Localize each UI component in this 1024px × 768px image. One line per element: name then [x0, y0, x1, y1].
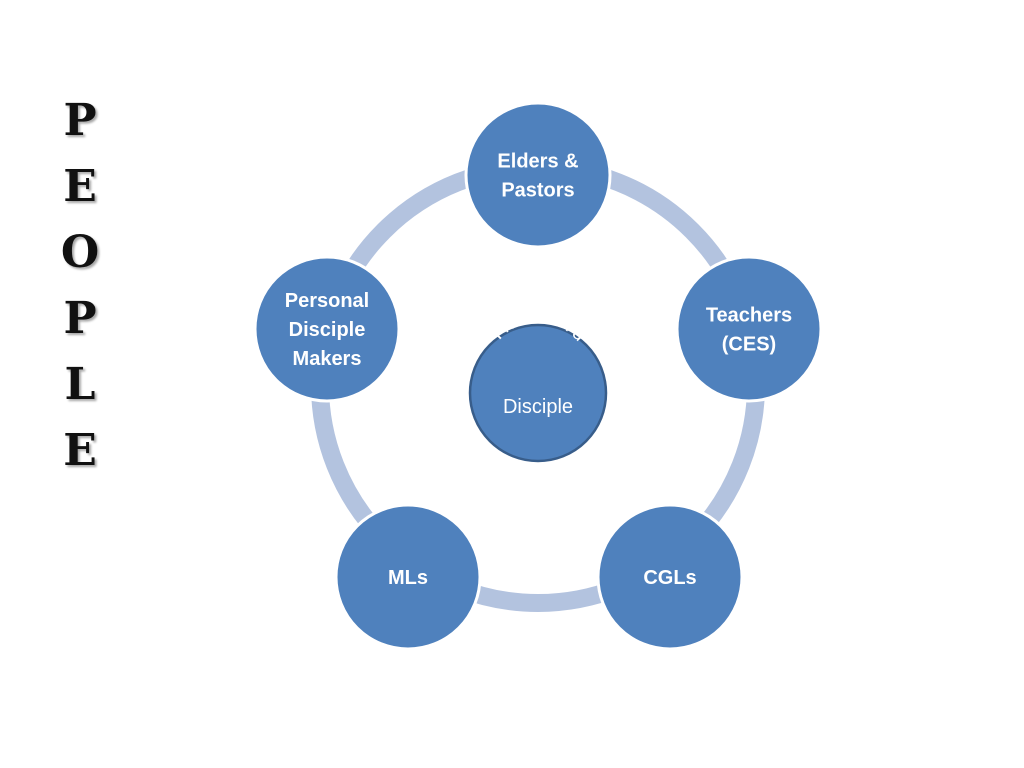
- vertical-title: P E O P L E: [48, 88, 112, 484]
- node-label-line: Disciple: [289, 319, 366, 341]
- node-label-line: Personal: [285, 290, 369, 312]
- title-letter: P: [63, 293, 97, 344]
- node-label-line: Makers: [293, 348, 362, 370]
- title-letter: O: [60, 227, 100, 278]
- node-circle: [253, 255, 401, 403]
- node-circle: [464, 101, 612, 249]
- node-label-line: MLs: [388, 567, 428, 589]
- node-mls: MLs: [334, 503, 482, 651]
- center-node: The Word Disciple: [468, 304, 608, 463]
- center-circle: [468, 323, 608, 463]
- node-elders-pastors: Elders & Pastors: [464, 101, 612, 249]
- title-letter: E: [63, 425, 97, 476]
- node-circle: [334, 503, 482, 651]
- center-label: Disciple: [503, 396, 573, 418]
- node-label-line: Pastors: [501, 180, 574, 202]
- node-label-line: (CES): [722, 334, 776, 356]
- node-circle: [596, 503, 744, 651]
- node-teachers-ces: Teachers (CES): [675, 255, 823, 403]
- node-label-line: Elders &: [497, 151, 578, 173]
- title-letter: L: [64, 359, 96, 410]
- node-cgls: CGLs: [596, 503, 744, 651]
- node-label-line: CGLs: [643, 567, 696, 589]
- title-letter: E: [63, 161, 97, 212]
- node-label-line: Teachers: [706, 305, 792, 327]
- node-circle: [675, 255, 823, 403]
- title-letter: P: [63, 95, 97, 146]
